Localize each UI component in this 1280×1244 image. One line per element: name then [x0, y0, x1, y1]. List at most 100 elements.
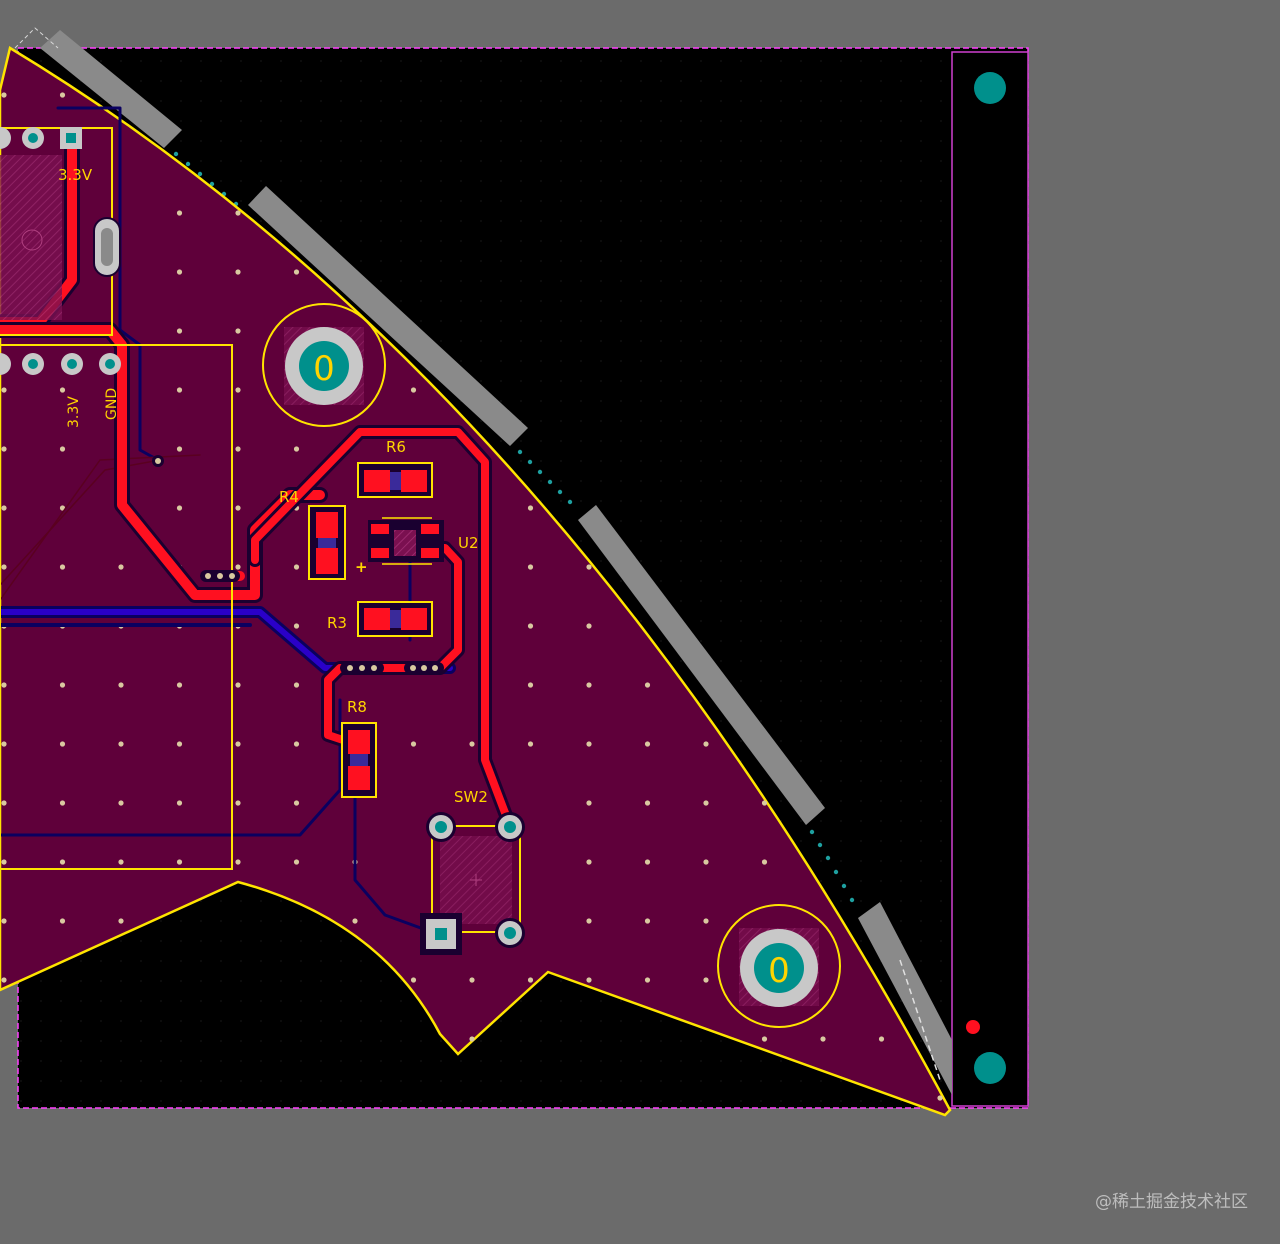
- stitching-via: [293, 682, 300, 688]
- stitching-via: [59, 682, 66, 688]
- panel-pad-top[interactable]: [974, 72, 1006, 104]
- stitching-via: [176, 446, 183, 452]
- stitching-via: [176, 269, 183, 275]
- stitching-via: [59, 800, 66, 806]
- stitching-via: [235, 741, 241, 747]
- stitching-via: [644, 859, 651, 865]
- stitching-via: [235, 505, 241, 511]
- edge-guide: [899, 959, 941, 1081]
- resistor-r6[interactable]: [357, 462, 433, 498]
- stitching-via: [527, 623, 534, 629]
- r6-label: R6: [386, 438, 406, 456]
- resistor-r8[interactable]: [341, 722, 377, 798]
- stitching-via: [235, 328, 241, 334]
- stitching-via: [176, 859, 183, 865]
- module-hatch: [0, 155, 62, 320]
- red-marker: [966, 1020, 980, 1034]
- stitching-via: [176, 328, 183, 334]
- net-label-3v3-vertical: 3.3V: [66, 396, 82, 428]
- stitching-via: [1, 564, 7, 570]
- stitching-via: [59, 741, 66, 747]
- stitching-via: [118, 918, 124, 924]
- stitching-via: [703, 741, 709, 747]
- stitching-via: [410, 977, 417, 983]
- trace-vias: [152, 455, 444, 674]
- stitching-via: [1, 92, 7, 98]
- resistor-r4[interactable]: [308, 505, 346, 580]
- stitching-via: [527, 682, 534, 688]
- stitching-via: [235, 210, 241, 216]
- mounting-hole-2[interactable]: 0: [717, 904, 841, 1028]
- stitching-via: [586, 564, 592, 570]
- switch-sw2[interactable]: [420, 812, 525, 955]
- header-pins-mid: [0, 353, 121, 375]
- stitching-via: [410, 741, 417, 747]
- stitching-via: [235, 446, 241, 452]
- stitching-via: [1, 800, 7, 806]
- header-pins-top: [0, 127, 82, 149]
- stitching-via: [469, 1036, 475, 1042]
- panel-pad-bottom[interactable]: [974, 1052, 1006, 1084]
- pcb-board[interactable]: [0, 46, 952, 1117]
- stitching-via: [527, 564, 534, 570]
- stitching-via: [235, 859, 241, 865]
- stitching-via: [761, 800, 768, 806]
- stitching-via: [1, 859, 7, 865]
- outside-area: [1030, 0, 1280, 1244]
- stitching-via: [176, 387, 183, 393]
- stitching-via: [644, 741, 651, 747]
- stitching-via: [703, 800, 709, 806]
- stitching-via: [235, 682, 241, 688]
- stitching-via: [703, 918, 709, 924]
- stitching-via: [1, 741, 7, 747]
- stitching-via: [352, 918, 358, 924]
- stitching-via: [59, 918, 66, 924]
- stitching-via: [176, 800, 183, 806]
- stitching-via: [176, 210, 183, 216]
- net-label-gnd-vertical: GND: [104, 388, 120, 420]
- stitching-via: [410, 387, 417, 393]
- mounting-hole-1-label: 0: [313, 349, 335, 389]
- stitching-via: [118, 682, 124, 688]
- stitching-via: [293, 741, 300, 747]
- stitching-via: [1, 387, 7, 393]
- stitching-via: [235, 800, 241, 806]
- u2-label: U2: [458, 534, 479, 552]
- edge-strips: [40, 30, 952, 1095]
- stitching-via: [703, 859, 709, 865]
- stitching-via: [293, 446, 300, 452]
- stitching-via: [176, 741, 183, 747]
- mounting-hole-2-label: 0: [768, 951, 790, 991]
- stitching-via: [527, 741, 534, 747]
- stitching-via: [293, 564, 300, 570]
- stitching-via: [176, 505, 183, 511]
- stitching-via: [586, 977, 592, 983]
- stitching-via: [527, 505, 534, 511]
- stitching-via: [1, 918, 7, 924]
- stitching-via: [293, 859, 300, 865]
- stitching-via: [235, 387, 241, 393]
- stitching-via: [235, 564, 241, 570]
- stitching-via: [59, 564, 66, 570]
- slot-hole: [101, 228, 113, 266]
- sw2-label: SW2: [454, 788, 488, 806]
- stitching-via: [820, 1036, 826, 1042]
- stitching-via: [644, 682, 651, 688]
- stitching-via: [293, 269, 300, 275]
- stitching-via: [118, 859, 124, 865]
- stitching-via: [59, 859, 66, 865]
- polarity-mark: +: [355, 558, 368, 576]
- stitching-via: [586, 741, 592, 747]
- stitching-via: [469, 741, 475, 747]
- stitching-via: [1, 505, 7, 511]
- resistor-r3[interactable]: [357, 601, 433, 637]
- stitching-via: [293, 800, 300, 806]
- mounting-hole-1[interactable]: 0: [262, 303, 386, 427]
- stitching-via: [703, 977, 709, 983]
- ic-u2[interactable]: [368, 517, 444, 565]
- stitching-via: [293, 623, 300, 629]
- stitching-via: [118, 741, 124, 747]
- top-copper-traces: [0, 132, 517, 833]
- r3-label: R3: [327, 614, 347, 632]
